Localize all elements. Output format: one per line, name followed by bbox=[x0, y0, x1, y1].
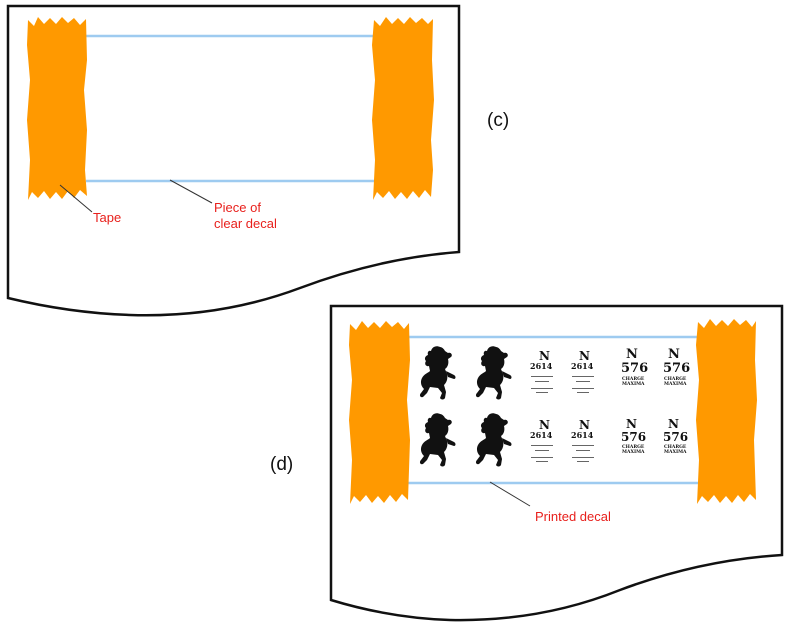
number-plate-576: N 576 CHARGE MAXIMA bbox=[663, 347, 690, 387]
tape-right-d bbox=[696, 319, 757, 504]
number-plate-2614: N 2614 bbox=[530, 349, 553, 393]
number-plate-2614: N 2614 bbox=[571, 349, 594, 393]
clear-decal-label-line2: clear decal bbox=[214, 216, 277, 231]
plate-number: 2614 bbox=[571, 361, 594, 371]
tape-leader-line bbox=[59, 184, 93, 213]
number-plate-2614: N 2614 bbox=[530, 418, 553, 462]
plate-maxima: MAXIMA bbox=[664, 381, 687, 387]
printed-decal-label: Printed decal bbox=[535, 509, 611, 524]
plate-maxima: MAXIMA bbox=[622, 449, 645, 455]
plate-number: 2614 bbox=[530, 430, 553, 440]
plate-letter: N bbox=[539, 418, 550, 432]
plate-maxima: MAXIMA bbox=[622, 381, 645, 387]
plate-charge: CHARGE bbox=[622, 444, 645, 450]
tape-label: Tape bbox=[93, 210, 121, 225]
tape-right-c bbox=[372, 17, 434, 200]
plate-charge: CHARGE bbox=[664, 376, 687, 382]
plate-letter: N bbox=[626, 417, 637, 431]
plate-number: 2614 bbox=[571, 430, 594, 440]
number-plate-576: N 576 CHARGE MAXIMA bbox=[663, 417, 688, 455]
panel-c: Tape Piece of clear decal (c) bbox=[6, 4, 509, 317]
plate-number: 2614 bbox=[530, 361, 553, 371]
printed-decal-leader-line bbox=[489, 481, 531, 507]
paper-sheet-c bbox=[6, 4, 461, 317]
plate-number: 576 bbox=[621, 430, 646, 444]
number-plate-576: N 576 CHARGE MAXIMA bbox=[621, 347, 648, 387]
panel-d: N 2614 N 2614 N 576 CHARGE MAXIMA N 576 … bbox=[270, 304, 784, 622]
plate-letter: N bbox=[626, 347, 638, 362]
number-plate-576: N 576 CHARGE MAXIMA bbox=[621, 417, 646, 455]
clear-decal-label-line1: Piece of bbox=[214, 200, 261, 215]
plate-number: 576 bbox=[621, 361, 648, 376]
panel-c-tag: (c) bbox=[487, 110, 509, 131]
plate-letter: N bbox=[668, 417, 679, 431]
plate-letter: N bbox=[579, 349, 590, 363]
panel-d-tag: (d) bbox=[270, 454, 293, 475]
plate-letter: N bbox=[579, 418, 590, 432]
plate-number: 576 bbox=[663, 361, 690, 376]
plate-maxima: MAXIMA bbox=[664, 449, 687, 455]
number-plate-2614: N 2614 bbox=[571, 418, 594, 462]
plate-charge: CHARGE bbox=[664, 444, 687, 450]
tape-left-c bbox=[27, 17, 87, 200]
plate-number: 576 bbox=[663, 430, 688, 444]
plate-letter: N bbox=[539, 349, 550, 363]
plate-letter: N bbox=[668, 347, 680, 362]
clear-decal-leader-line bbox=[169, 179, 213, 204]
plate-charge: CHARGE bbox=[622, 376, 645, 382]
tape-left-d bbox=[349, 321, 410, 504]
